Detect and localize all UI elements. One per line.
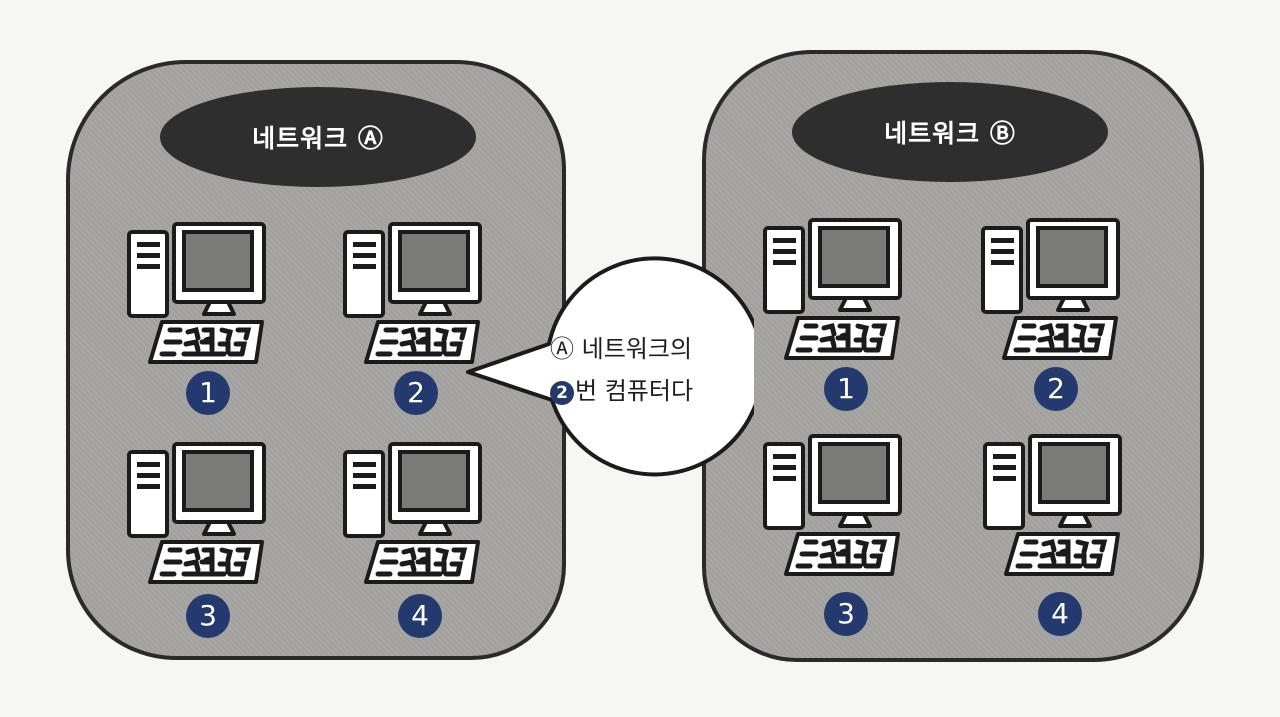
computer-icon (982, 432, 1122, 578)
network-a-panel: 네트워크 Ⓐ 1 2 3 4 (66, 60, 566, 660)
network-b-panel: 네트워크 Ⓑ 1 2 3 4 (702, 50, 1204, 662)
computer-number-badge: 1 (186, 371, 230, 415)
computer-icon (762, 216, 902, 362)
computer-number-badge: 1 (824, 367, 868, 411)
computer-icon (980, 216, 1120, 362)
computer-icon (126, 440, 266, 586)
computer-icon (342, 220, 482, 366)
computer-icon (126, 220, 266, 366)
computer-icon (762, 432, 902, 578)
computer-number-badge: 2 (394, 371, 438, 415)
speech-bubble (466, 256, 754, 477)
computer-number-badge: 4 (1038, 592, 1082, 636)
computer-number-badge: 2 (1034, 367, 1078, 411)
computer-number-badge: 3 (186, 594, 230, 638)
network-b-title: 네트워크 Ⓑ (792, 82, 1108, 182)
computer-number-badge: 4 (398, 594, 442, 638)
computer-icon (342, 440, 482, 586)
network-a-title: 네트워크 Ⓐ (160, 87, 476, 187)
callout-line-1: Ⓐ 네트워크의 (550, 335, 693, 363)
callout-line-2-text: 번 컴퓨터다 (575, 377, 694, 405)
callout-number-badge: 2 (550, 381, 574, 405)
computer-number-badge: 3 (824, 592, 868, 636)
